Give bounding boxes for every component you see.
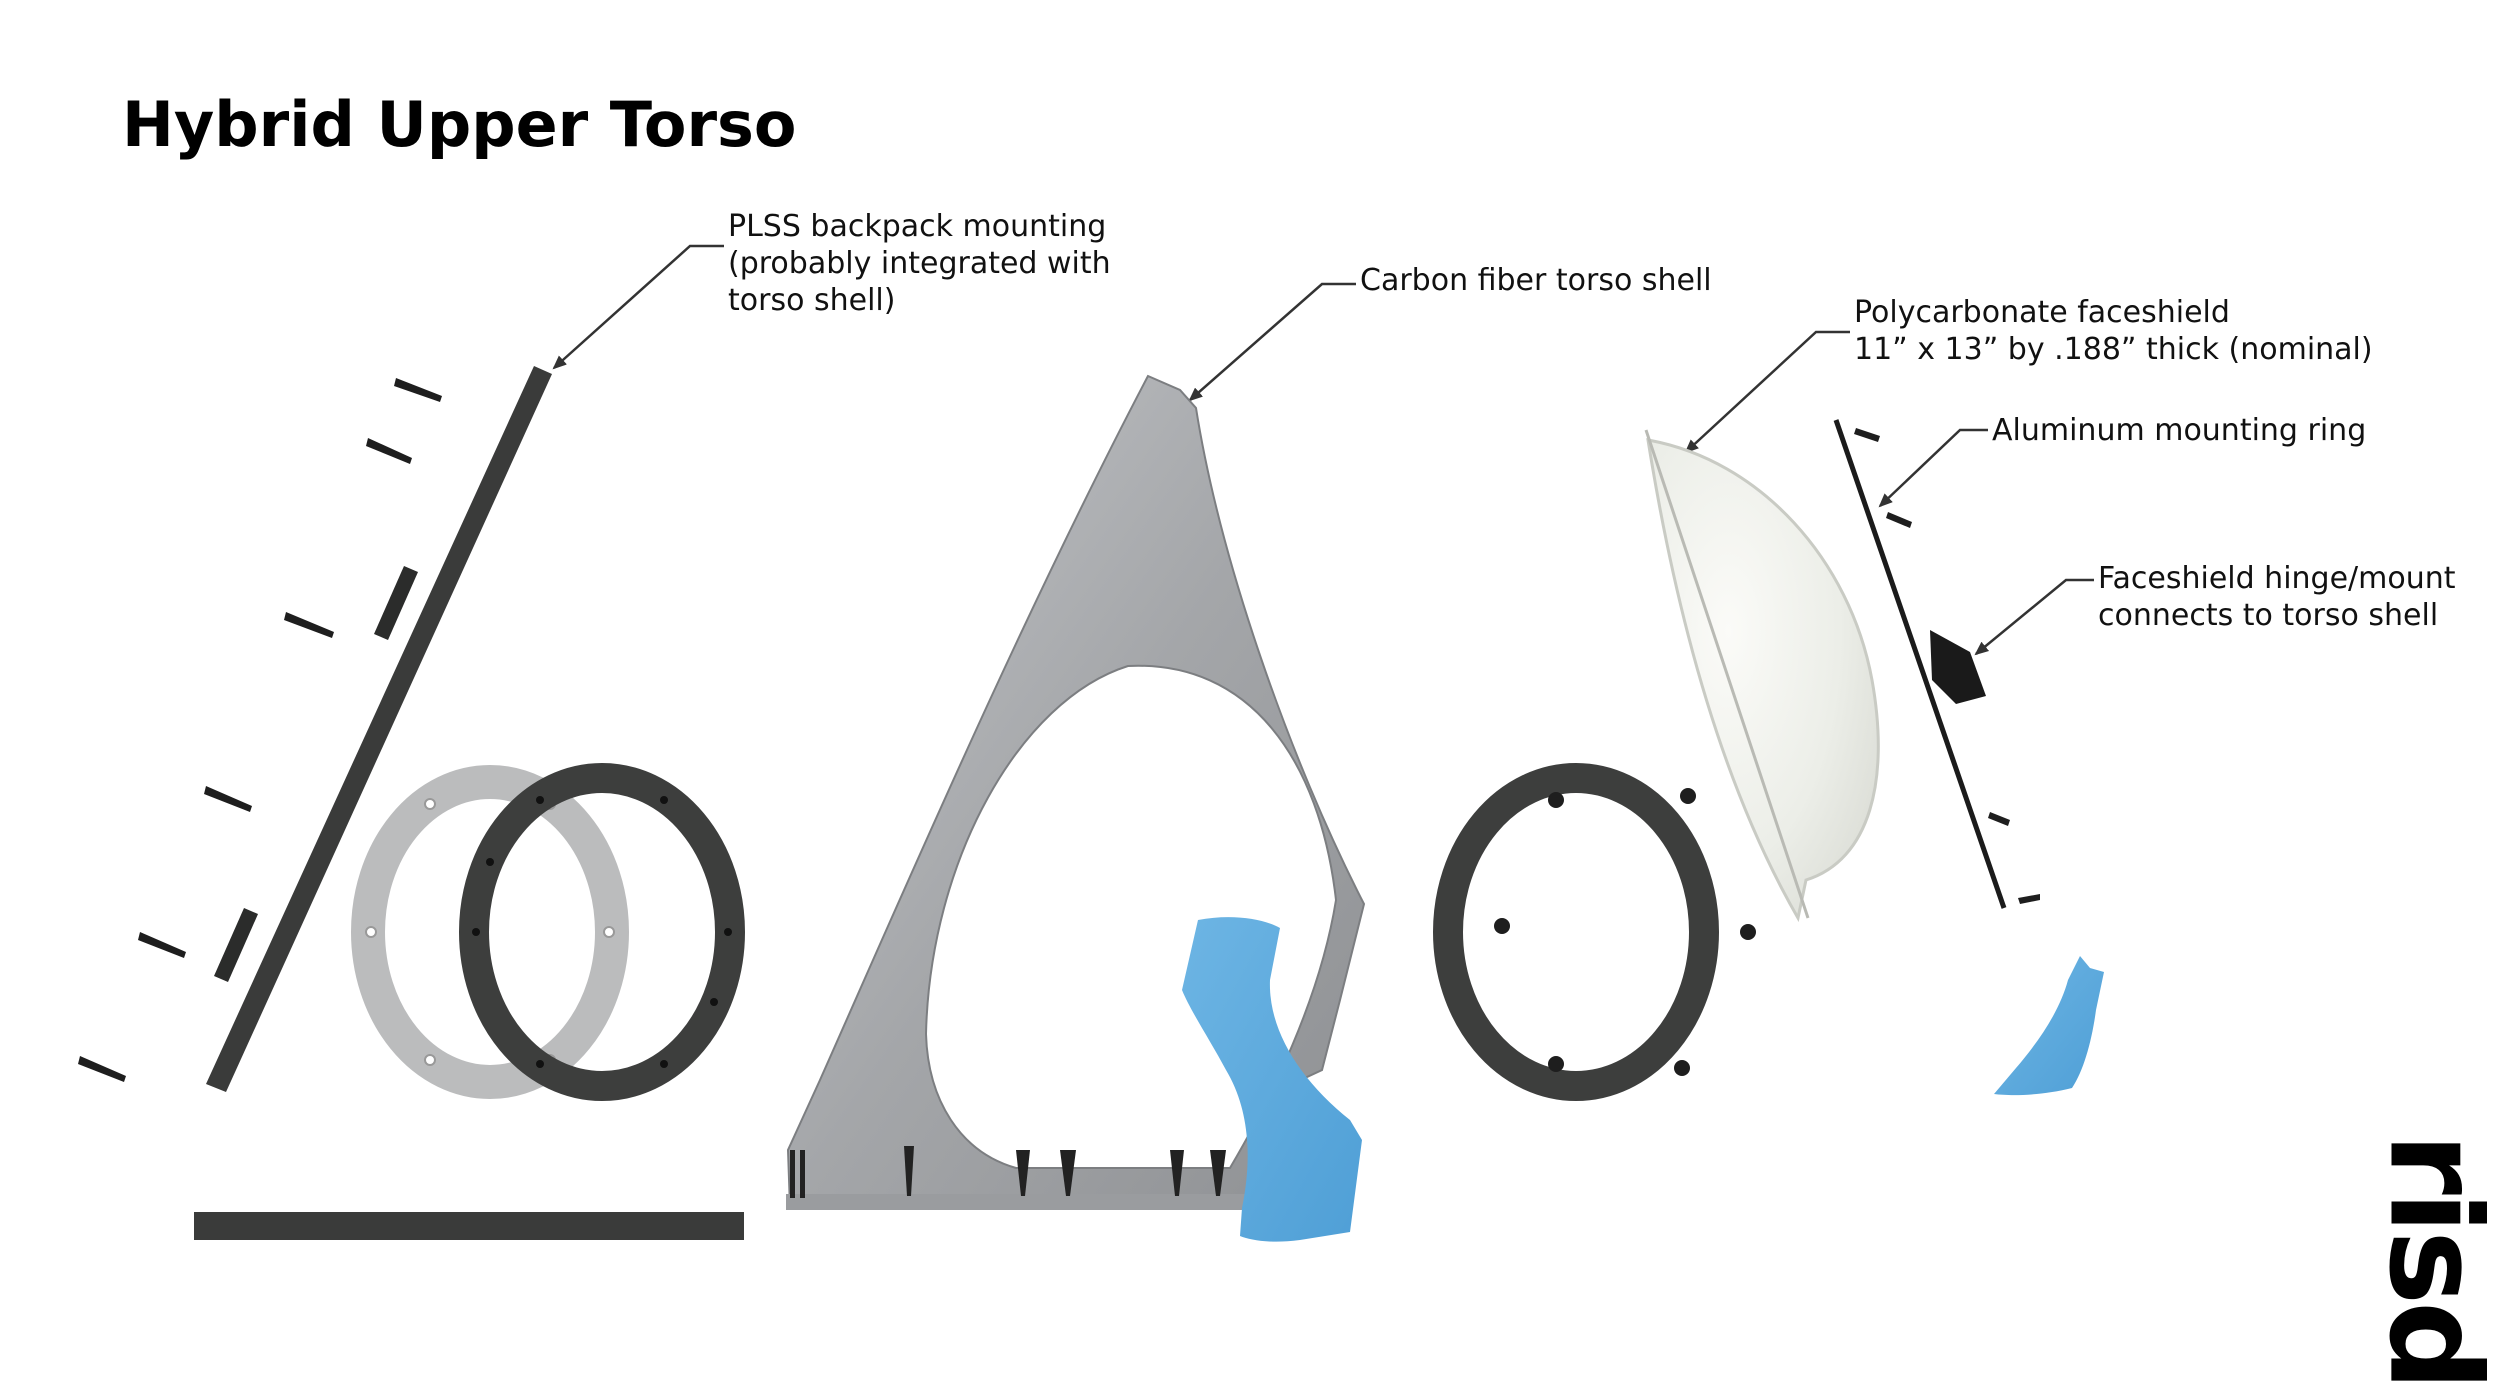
callout-plss-line-3: torso shell) [728, 283, 896, 318]
callout-faceshield-line-2: 11” x 13” by .188” thick (nominal) [1854, 332, 2373, 367]
torso-shell-base [786, 1194, 1248, 1210]
callout-polycarbonate-faceshield: Polycarbonate faceshield 11” x 13” by .1… [1854, 294, 2373, 368]
fastener-icon [800, 1150, 805, 1198]
fastener-icon [1740, 924, 1756, 940]
aluminum-mounting-ring-edge [1833, 419, 2040, 909]
leader-shell [1188, 282, 1356, 402]
mount-block-upper [374, 566, 418, 640]
mounting-ring-right [1433, 763, 1756, 1101]
callout-plss-line-2: (probably integrated with [728, 246, 1111, 281]
leader-plss [552, 244, 724, 370]
callout-hinge-line-1: Faceshield hinge/mount [2098, 561, 2456, 596]
fastener-icon [1854, 428, 1880, 442]
callout-aluminum-mounting-ring: Aluminum mounting ring [1992, 412, 2366, 449]
page-title: Hybrid Upper Torso [122, 88, 797, 161]
callout-faceshield-line-1: Polycarbonate faceshield [1854, 295, 2230, 330]
fastener-icon [78, 1056, 126, 1082]
risd-logo-text: risd [2361, 1132, 2500, 1388]
fastener-icon [284, 612, 334, 638]
callout-hinge-line-2: connects to torso shell [2098, 598, 2439, 633]
plss-mounting-plate [206, 366, 552, 1092]
fastener-icon [366, 438, 412, 464]
fastener-icon [1016, 1150, 1030, 1196]
risd-logo: risd [2362, 1130, 2500, 1390]
leader-lines [552, 244, 2094, 656]
plss-mounting-group [78, 366, 744, 1240]
fastener-icon [1548, 792, 1564, 808]
mounting-rings-left [351, 763, 745, 1101]
callout-shell-line-1: Carbon fiber torso shell [1360, 263, 1712, 298]
polycarbonate-faceshield [1646, 438, 1880, 923]
callout-faceshield-hinge-mount: Faceshield hinge/mount connects to torso… [2098, 560, 2456, 634]
torso-shell-group [786, 374, 1366, 1210]
callout-plss-backpack-mounting: PLSS backpack mounting (probably integra… [728, 208, 1111, 319]
fastener-icon [790, 1150, 795, 1198]
faceshield-edge [1644, 429, 1810, 919]
leader-ring [1878, 428, 1988, 508]
callout-ring-line-1: Aluminum mounting ring [1992, 413, 2367, 448]
fastener-icon [1680, 788, 1696, 804]
fastener-icon [1210, 1150, 1226, 1196]
fastener-icon [1674, 1060, 1690, 1076]
fastener-icon [904, 1146, 914, 1196]
leader-faceshield [1684, 330, 1850, 454]
fastener-icon [138, 932, 186, 958]
leader-hinge [1974, 578, 2094, 656]
callout-plss-line-1: PLSS backpack mounting [728, 209, 1107, 244]
blue-hinge-component [1994, 956, 2104, 1096]
aluminum-ring-front [1433, 763, 1719, 1101]
ring-bolt-holes [472, 796, 732, 1068]
fastener-icon [1170, 1150, 1184, 1196]
fastener-icon [1548, 1056, 1564, 1072]
shell-base-fasteners [790, 1146, 1226, 1198]
fastener-icon [1988, 812, 2010, 826]
fastener-icon [1886, 512, 1912, 528]
fastener-icon [1494, 918, 1510, 934]
mounting-ring-edge-line [1833, 419, 2007, 909]
plss-fasteners [78, 378, 442, 1082]
bottom-flat-bar [194, 1212, 744, 1240]
fastener-icon [2018, 894, 2040, 904]
ring-fasteners [1494, 788, 1756, 1076]
faceshield-hinge-mount [1930, 630, 1986, 704]
callout-carbon-fiber-torso-shell: Carbon fiber torso shell [1360, 262, 1712, 299]
blue-shoulder-component [1182, 917, 1362, 1242]
fastener-icon [394, 378, 442, 402]
faceshield-group [1644, 429, 1880, 923]
fastener-icon [204, 786, 252, 812]
fastener-icon [1060, 1150, 1076, 1196]
mount-block-lower [214, 908, 258, 982]
